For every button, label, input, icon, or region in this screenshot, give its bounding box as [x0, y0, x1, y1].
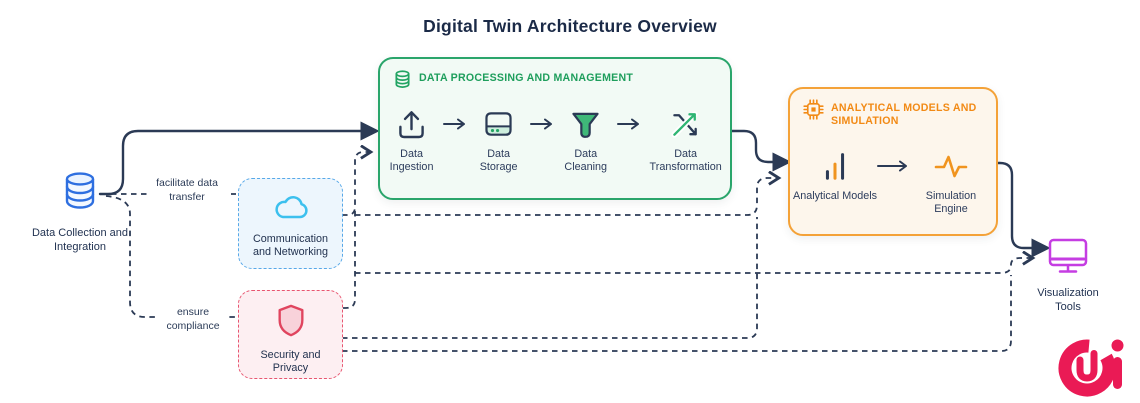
item-label: Data Storage: [479, 148, 518, 174]
monitor-icon: [1045, 236, 1091, 281]
processing-item: Data Cleaning: [554, 105, 617, 174]
node-visualization-tools: Visualization Tools: [1023, 236, 1113, 315]
node-data-collection: Data Collection and Integration: [25, 168, 135, 255]
box-data-processing: DATA PROCESSING AND MANAGEMENT Data Inge…: [378, 57, 732, 200]
edge-security-to-analytics: [342, 217, 758, 339]
label-ensure-compliance: ensure compliance: [158, 304, 228, 335]
box-header-label: ANALYTICAL MODELS AND SIMULATION: [831, 102, 977, 128]
bar-chart-icon: [818, 147, 852, 185]
processing-item: Data Transformation: [641, 105, 730, 174]
step-arrow-icon: [530, 118, 553, 130]
edge-processing-to-analytics: [726, 129, 792, 172]
edge-db-to-security: [105, 195, 236, 318]
processing-item: Data Storage: [467, 105, 530, 174]
item-label: Data Cleaning: [564, 148, 608, 174]
step-arrow-icon: [617, 118, 640, 130]
analytics-item: Simulation Engine: [909, 147, 993, 216]
edge-communication-to-processing: [342, 152, 369, 216]
node-label: Data Collection and Integration: [31, 227, 128, 254]
processing-item: Data Ingestion: [380, 105, 443, 174]
item-label: Simulation Engine: [925, 190, 977, 216]
box-communication-networking: Communication and Networking: [238, 178, 343, 269]
database-icon: [60, 168, 100, 221]
step-arrow-icon: [443, 118, 466, 130]
label-facilitate-data-transfer: facilitate data transfer: [147, 175, 227, 206]
analytics-item: Analytical Models: [793, 147, 877, 203]
edge-analytics-to-visualization: [992, 161, 1051, 258]
box-label: Security and Privacy: [260, 349, 321, 375]
edge-bus-to-visualization: [355, 258, 1031, 274]
step-arrow-icon: [877, 160, 907, 172]
box-security-privacy: Security and Privacy: [238, 290, 343, 379]
cui-logo-icon: [1057, 332, 1133, 403]
box-header: ANALYTICAL MODELS AND SIMULATION: [803, 99, 981, 128]
funnel-icon: [567, 105, 604, 143]
item-label: Data Transformation: [649, 148, 722, 174]
analytics-items: Analytical Models Simulation Engine: [790, 147, 996, 216]
edge-security-to-visualization: [342, 275, 1012, 352]
box-label: Communication and Networking: [252, 233, 329, 259]
storage-icon: [480, 105, 517, 143]
item-label: Data Ingestion: [389, 148, 434, 174]
node-label: Visualization Tools: [1037, 287, 1099, 314]
page-title: Digital Twin Architecture Overview: [423, 16, 717, 36]
edge-bus-to-security: [342, 211, 356, 309]
chip-icon: [803, 99, 824, 125]
item-label: Analytical Models: [793, 190, 878, 202]
pulse-icon: [933, 147, 969, 185]
shield-icon: [274, 302, 308, 345]
cloud-icon: [271, 190, 311, 229]
box-analytical-models: ANALYTICAL MODELS AND SIMULATION Analyti…: [788, 87, 998, 236]
database-icon: [393, 69, 412, 95]
box-header-label: DATA PROCESSING AND MANAGEMENT: [419, 72, 634, 84]
box-header: DATA PROCESSING AND MANAGEMENT: [393, 69, 633, 95]
processing-items: Data Ingestion Data Storage: [380, 105, 730, 174]
shuffle-arrows-icon: [667, 105, 704, 143]
upload-icon: [393, 105, 430, 143]
